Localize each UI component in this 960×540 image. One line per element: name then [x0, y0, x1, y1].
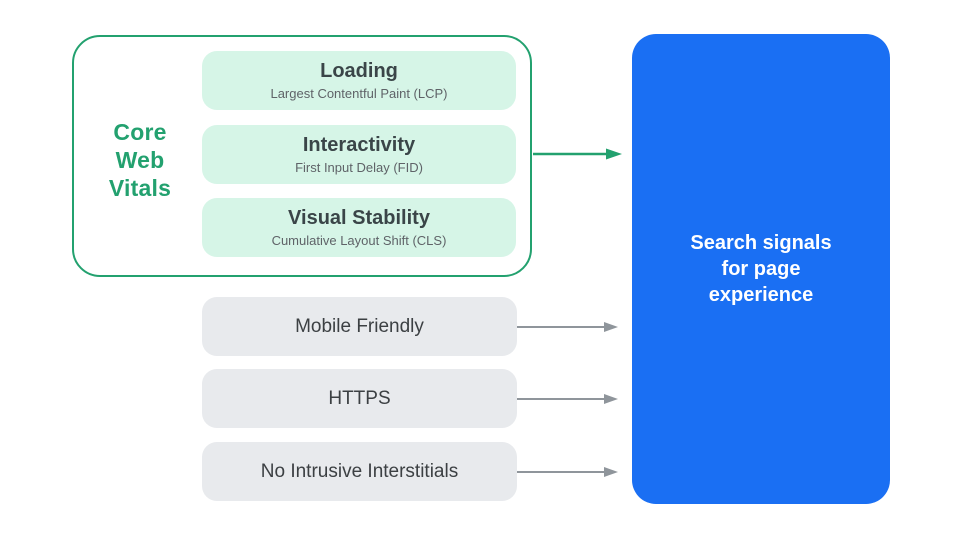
signal-label: No Intrusive Interstitials	[260, 460, 459, 482]
no-intrusive-interstitials-arrow	[517, 467, 618, 477]
vital-title: Loading	[320, 60, 398, 82]
search-signals-label: Search signals for page experience	[690, 230, 831, 308]
search-signals-label-line: Search signals	[690, 232, 832, 254]
vital-subtitle: Cumulative Layout Shift (CLS)	[271, 233, 447, 248]
signal-label: Mobile Friendly	[295, 315, 424, 337]
vital-subtitle: First Input Delay (FID)	[295, 160, 423, 175]
vital-title: Visual Stability	[288, 207, 430, 229]
vital-title: Interactivity	[302, 134, 416, 156]
core-web-vitals-arrow	[533, 148, 622, 160]
mobile-friendly-arrow	[517, 322, 618, 332]
search-signals-label-line: for page	[721, 258, 801, 280]
core-web-vitals-label: Core Web Vitals	[84, 118, 196, 202]
signal-box-https: HTTPS	[202, 369, 517, 428]
core-web-vitals-label-line: Core	[113, 119, 167, 145]
vital-subtitle: Largest Contentful Paint (LCP)	[270, 86, 448, 101]
search-signals-label-line: experience	[708, 284, 814, 306]
vital-box-visual-stability: Visual Stability Cumulative Layout Shift…	[202, 198, 516, 257]
core-web-vitals-label-line: Vitals	[108, 175, 172, 201]
search-signals-panel: Search signals for page experience	[632, 34, 890, 504]
core-web-vitals-label-line: Web	[115, 147, 165, 173]
signal-label: HTTPS	[328, 387, 391, 409]
vital-box-interactivity: Interactivity First Input Delay (FID)	[202, 125, 516, 184]
signal-box-no-intrusive-interstitials: No Intrusive Interstitials	[202, 442, 517, 501]
https-arrow	[517, 394, 618, 404]
vital-box-loading: Loading Largest Contentful Paint (LCP)	[202, 51, 516, 110]
signal-box-mobile-friendly: Mobile Friendly	[202, 297, 517, 356]
